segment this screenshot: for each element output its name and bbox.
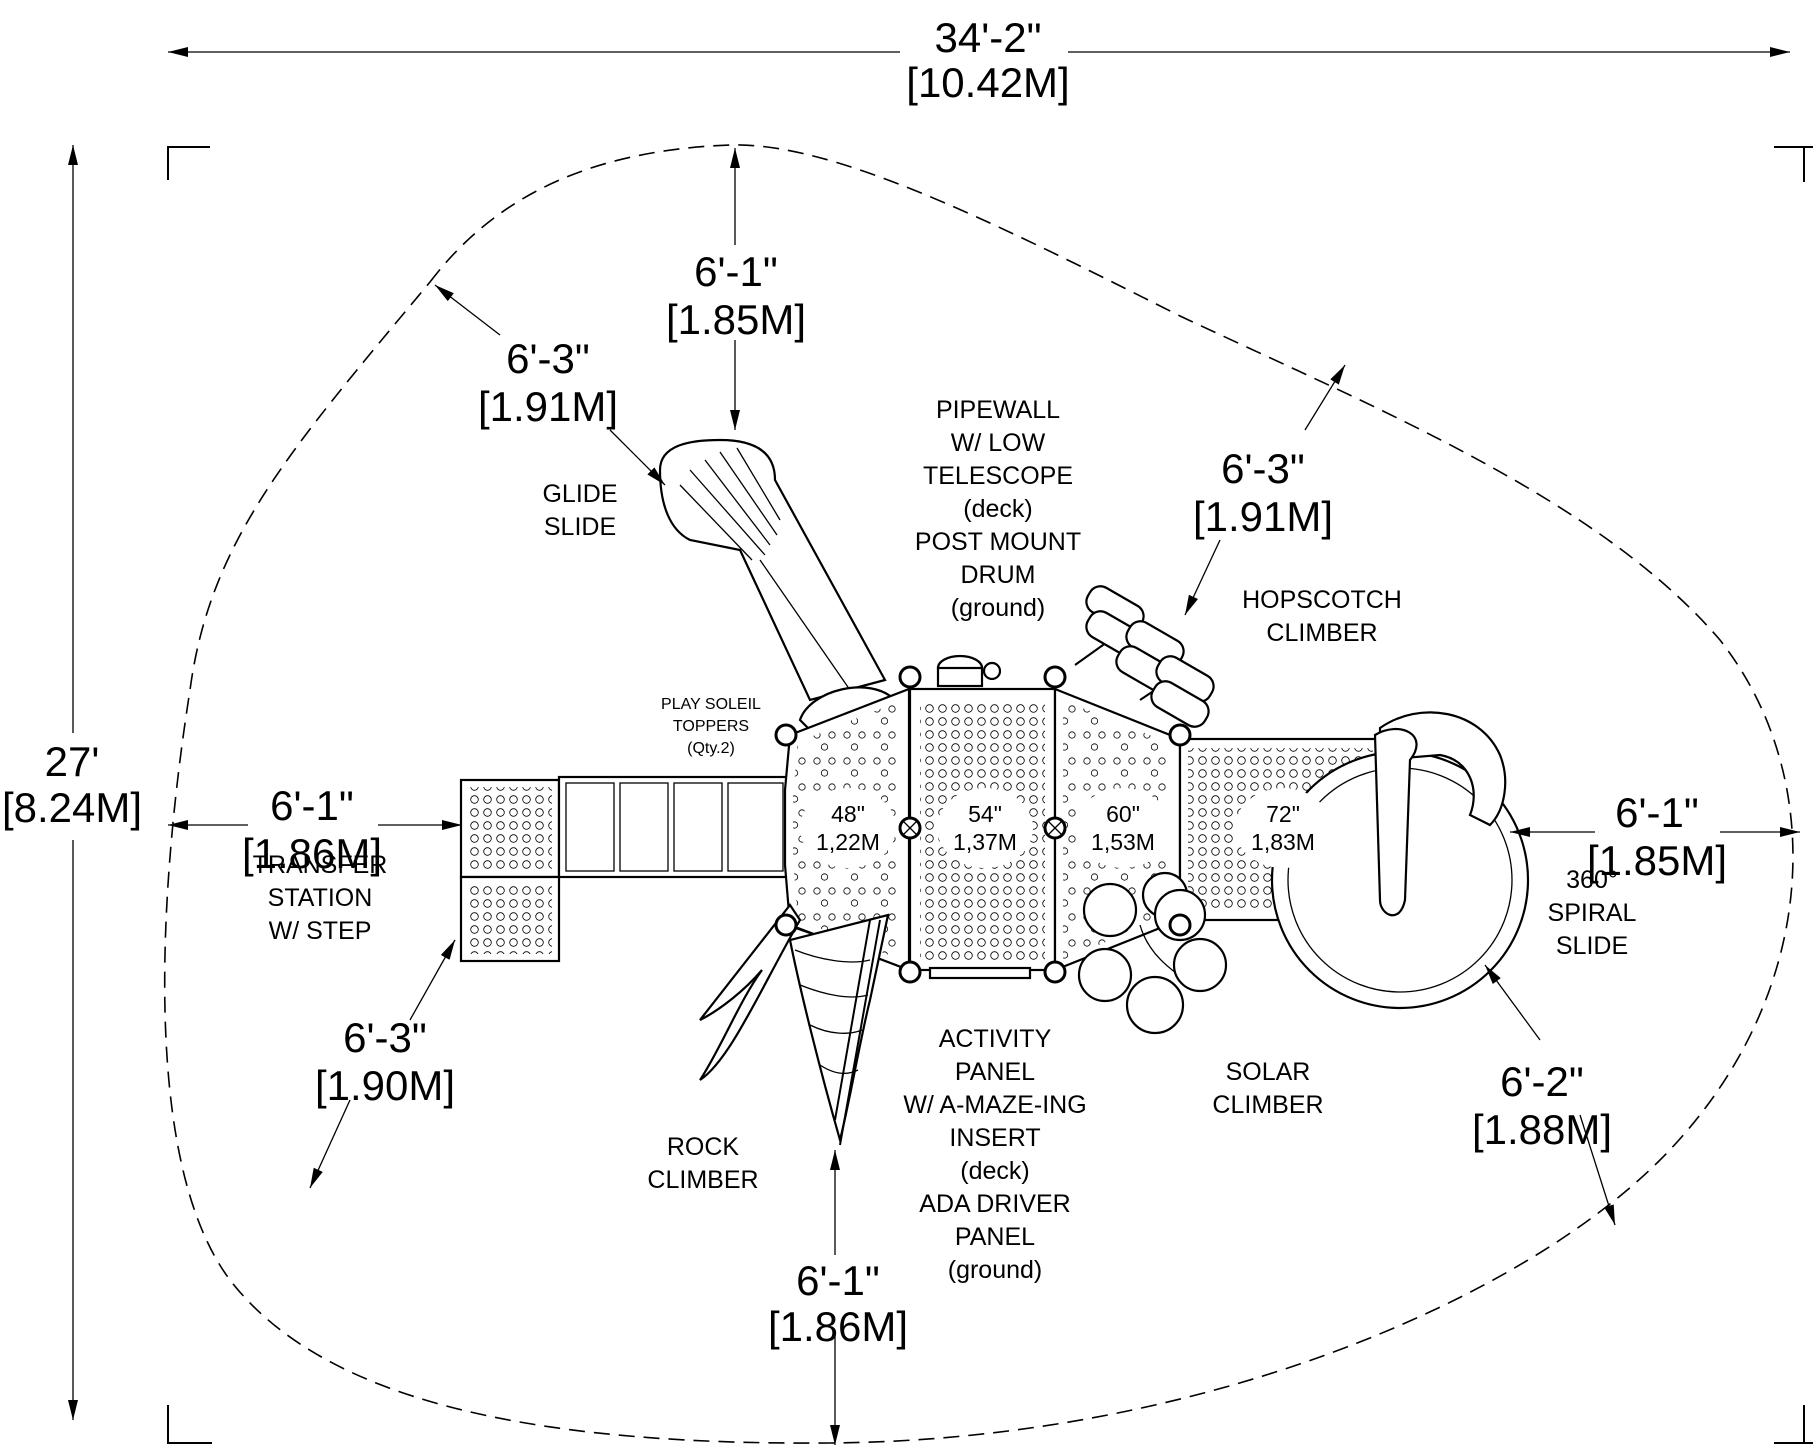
svg-text:360°: 360°	[1566, 866, 1618, 894]
label-hopscotch: HOPSCOTCH CLIMBER	[1242, 586, 1402, 647]
svg-text:W/ LOW: W/ LOW	[951, 429, 1046, 457]
deck-height-54-imperial: 54"	[968, 801, 1002, 827]
corner-marks	[167, 146, 1813, 1444]
overall-width-imperial: 34'-2"	[935, 14, 1042, 61]
label-spiral-slide: 360° SPIRAL SLIDE	[1548, 866, 1637, 960]
deck-height-72-imperial: 72"	[1266, 801, 1300, 827]
bottom-center-metric: [1.86M]	[768, 1303, 908, 1350]
svg-text:CLIMBER: CLIMBER	[1212, 1091, 1323, 1119]
svg-text:SLIDE: SLIDE	[544, 513, 616, 541]
svg-text:PIPEWALL: PIPEWALL	[936, 396, 1060, 424]
label-rock-climber: ROCK CLIMBER	[647, 1133, 758, 1194]
upper-right-metric: [1.91M]	[1193, 493, 1333, 540]
svg-text:W/ A-MAZE-ING: W/ A-MAZE-ING	[903, 1091, 1086, 1119]
svg-text:(deck): (deck)	[963, 495, 1032, 523]
svg-text:TOPPERS: TOPPERS	[673, 718, 749, 735]
overall-width-metric: [10.42M]	[906, 59, 1069, 106]
label-transfer-station: TRANSFER STATION W/ STEP	[253, 851, 388, 945]
glide-slide	[658, 438, 887, 702]
rock-climber	[699, 903, 890, 1146]
deck-height-60-metric: 1,53M	[1091, 829, 1155, 855]
transfer-station	[459, 778, 561, 963]
walk-panels	[557, 775, 793, 879]
deck-height-labels: 48" 1,22M 54" 1,37M 60" 1,53M 72" 1,83M	[800, 788, 1331, 868]
svg-text:(ground): (ground)	[951, 594, 1046, 622]
lower-left-metric: [1.90M]	[315, 1062, 455, 1109]
lower-right-imperial: 6'-2"	[1500, 1058, 1584, 1105]
svg-text:(Qty.2): (Qty.2)	[687, 740, 735, 757]
top-center-metric: [1.85M]	[666, 296, 806, 343]
svg-text:SOLAR: SOLAR	[1226, 1058, 1311, 1086]
label-activity-panel: ACTIVITY PANEL W/ A-MAZE-ING INSERT (dec…	[903, 1025, 1086, 1284]
upper-right-imperial: 6'-3"	[1221, 445, 1305, 492]
svg-text:TELESCOPE: TELESCOPE	[923, 462, 1073, 490]
svg-text:TRANSFER: TRANSFER	[253, 851, 388, 879]
svg-text:CLIMBER: CLIMBER	[647, 1166, 758, 1194]
deck-height-60-imperial: 60"	[1106, 801, 1140, 827]
label-pipewall: PIPEWALL W/ LOW TELESCOPE (deck) POST MO…	[915, 396, 1081, 622]
svg-text:(deck): (deck)	[960, 1157, 1029, 1185]
svg-text:GLIDE: GLIDE	[542, 480, 617, 508]
deck-height-48-imperial: 48"	[831, 801, 865, 827]
svg-text:STATION: STATION	[268, 884, 373, 912]
label-glide-slide: GLIDE SLIDE	[542, 480, 617, 541]
upper-left-imperial: 6'-3"	[506, 335, 590, 382]
svg-text:(ground): (ground)	[948, 1256, 1043, 1284]
spiral-slide	[1270, 711, 1530, 1010]
svg-text:ACTIVITY: ACTIVITY	[939, 1025, 1052, 1053]
left-imperial: 6'-1"	[270, 782, 354, 829]
svg-text:ROCK: ROCK	[667, 1133, 740, 1161]
svg-text:W/ STEP: W/ STEP	[269, 917, 372, 945]
deck-height-54-metric: 1,37M	[953, 829, 1017, 855]
svg-text:SLIDE: SLIDE	[1556, 932, 1628, 960]
label-toppers: PLAY SOLEIL TOPPERS (Qty.2)	[661, 696, 761, 757]
svg-text:ADA DRIVER: ADA DRIVER	[919, 1190, 1070, 1218]
overall-depth-imperial: 27'	[45, 738, 100, 785]
svg-text:PANEL: PANEL	[955, 1223, 1035, 1251]
right-metric: [1.85M]	[1587, 837, 1727, 884]
posts	[774, 665, 1192, 984]
right-imperial: 6'-1"	[1615, 789, 1699, 836]
deck-height-72-metric: 1,83M	[1251, 829, 1315, 855]
hopscotch-climber	[1074, 585, 1215, 728]
svg-text:CLIMBER: CLIMBER	[1266, 619, 1377, 647]
svg-text:POST MOUNT: POST MOUNT	[915, 528, 1081, 556]
dimension-lines	[68, 47, 1800, 1445]
use-zone-boundary	[163, 144, 1794, 1444]
svg-text:DRUM: DRUM	[961, 561, 1036, 589]
top-center-imperial: 6'-1"	[694, 248, 778, 295]
svg-text:HOPSCOTCH: HOPSCOTCH	[1242, 586, 1402, 614]
svg-text:INSERT: INSERT	[949, 1124, 1040, 1152]
lower-left-imperial: 6'-3"	[343, 1014, 427, 1061]
bottom-center-imperial: 6'-1"	[796, 1257, 880, 1304]
label-solar-climber: SOLAR CLIMBER	[1212, 1058, 1323, 1119]
pipewall-telescope	[910, 654, 1055, 690]
activity-panel	[928, 966, 1032, 980]
upper-left-metric: [1.91M]	[478, 383, 618, 430]
lower-right-metric: [1.88M]	[1472, 1106, 1612, 1153]
svg-text:SPIRAL: SPIRAL	[1548, 899, 1637, 927]
overall-depth-metric: [8.24M]	[2, 784, 142, 831]
deck-height-48-metric: 1,22M	[816, 829, 880, 855]
svg-text:PANEL: PANEL	[955, 1058, 1035, 1086]
left-metric: [1.86M]	[242, 830, 382, 877]
svg-text:PLAY SOLEIL: PLAY SOLEIL	[661, 696, 761, 713]
